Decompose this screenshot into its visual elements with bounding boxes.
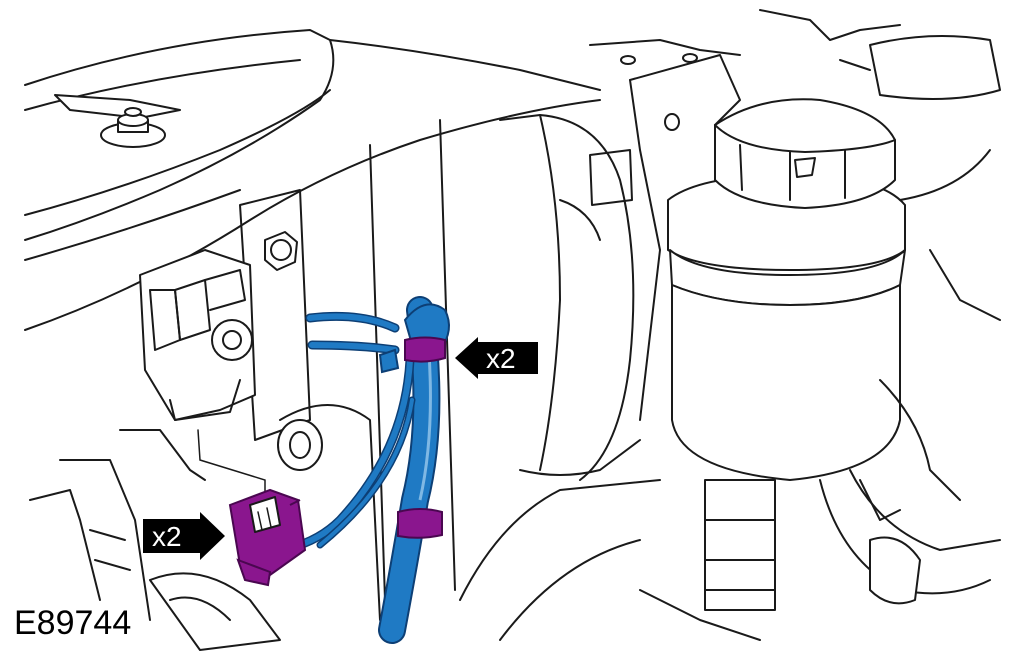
center-housing xyxy=(459,114,661,641)
bolt-upper-left xyxy=(100,107,166,148)
harness-clip-upper xyxy=(378,336,446,374)
callout-lower-arrow xyxy=(143,512,225,560)
lower-right-pipes xyxy=(639,379,1001,641)
fluid-reservoir xyxy=(667,98,906,611)
figure-id-label: E89744 xyxy=(14,604,132,642)
reservoir-bracket xyxy=(589,54,741,421)
engine-cover xyxy=(24,29,601,331)
harness-clip-lower xyxy=(397,508,443,539)
sensor-block xyxy=(139,249,266,501)
callout-upper-label: x2 xyxy=(486,343,516,374)
bolt-bracket xyxy=(264,231,298,271)
upper-right-components xyxy=(589,9,1001,321)
electrical-connector xyxy=(228,488,307,587)
callout-lower: x2 xyxy=(143,512,225,560)
callout-lower-label: x2 xyxy=(152,521,182,552)
callout-upper-arrow xyxy=(455,337,538,379)
callout-upper: x2 xyxy=(455,337,538,379)
lower-left-pipes xyxy=(29,429,281,651)
